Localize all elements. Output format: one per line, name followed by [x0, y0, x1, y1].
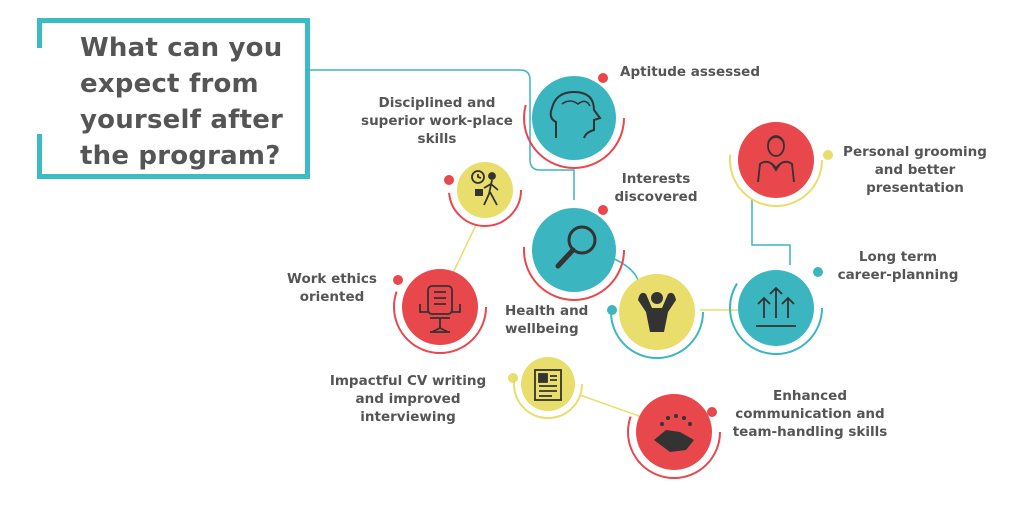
office-chair-icon	[419, 285, 461, 333]
node-communication	[627, 385, 721, 479]
node-grooming	[729, 113, 833, 207]
node-cv	[508, 349, 583, 419]
walking-clock-icon	[471, 170, 499, 206]
node-aptitude	[523, 67, 625, 169]
connector-grooming-career	[751, 200, 791, 265]
node-ethics	[393, 260, 487, 354]
node-health	[607, 265, 704, 359]
growth-arrows-icon	[756, 286, 796, 327]
node-communication-dot	[707, 407, 717, 417]
label-communication: Enhanced communication and team-handling…	[732, 388, 888, 440]
magnifier-icon	[555, 225, 597, 269]
node-aptitude-disc	[532, 76, 616, 160]
connector-title-aptitude	[305, 69, 575, 200]
node-career-ring	[729, 261, 823, 355]
node-interests-ring	[523, 199, 625, 301]
node-disciplined-ring	[448, 153, 522, 227]
node-career-dot	[813, 267, 823, 277]
label-interests: Interests discovered	[614, 171, 698, 205]
handshake-icon	[654, 414, 694, 452]
node-grooming-disc	[738, 122, 814, 198]
title-frame	[37, 18, 310, 179]
node-grooming-dot	[823, 150, 833, 160]
node-disciplined-dot	[444, 175, 454, 185]
node-aptitude-ring	[523, 67, 625, 169]
node-grooming-ring	[729, 113, 823, 207]
node-interests	[523, 199, 625, 301]
label-cv: Impactful CV writing and improved interv…	[329, 373, 487, 425]
node-cv-dot	[508, 373, 518, 383]
label-grooming: Personal grooming and better presentatio…	[843, 144, 987, 196]
label-health: Health and wellbeing	[505, 303, 589, 337]
connector-cv-communication	[579, 394, 651, 421]
groom-man-icon	[757, 135, 795, 183]
node-disciplined	[444, 153, 522, 227]
brain-head-icon	[549, 90, 602, 139]
resume-icon	[534, 369, 562, 401]
label-aptitude: Aptitude assessed	[620, 64, 761, 80]
node-career	[729, 261, 823, 355]
node-ethics-disc	[402, 269, 478, 345]
label-career: Long term career-planning	[837, 249, 959, 283]
node-cv-disc	[521, 357, 575, 411]
label-ethics: Work ethics oriented	[287, 271, 377, 305]
node-health-dot	[607, 305, 617, 315]
label-disciplined: Disciplined and superior work-place skil…	[361, 95, 513, 147]
page-title: What can you expect from yourself after …	[80, 33, 284, 171]
node-communication-ring	[627, 385, 721, 479]
node-ethics-dot	[393, 275, 403, 285]
node-disciplined-disc	[457, 162, 513, 218]
node-cv-ring	[513, 349, 583, 419]
node-interests-dot	[598, 205, 608, 215]
muscle-man-icon	[638, 292, 676, 332]
node-ethics-ring	[393, 260, 487, 354]
node-aptitude-dot	[598, 73, 608, 83]
